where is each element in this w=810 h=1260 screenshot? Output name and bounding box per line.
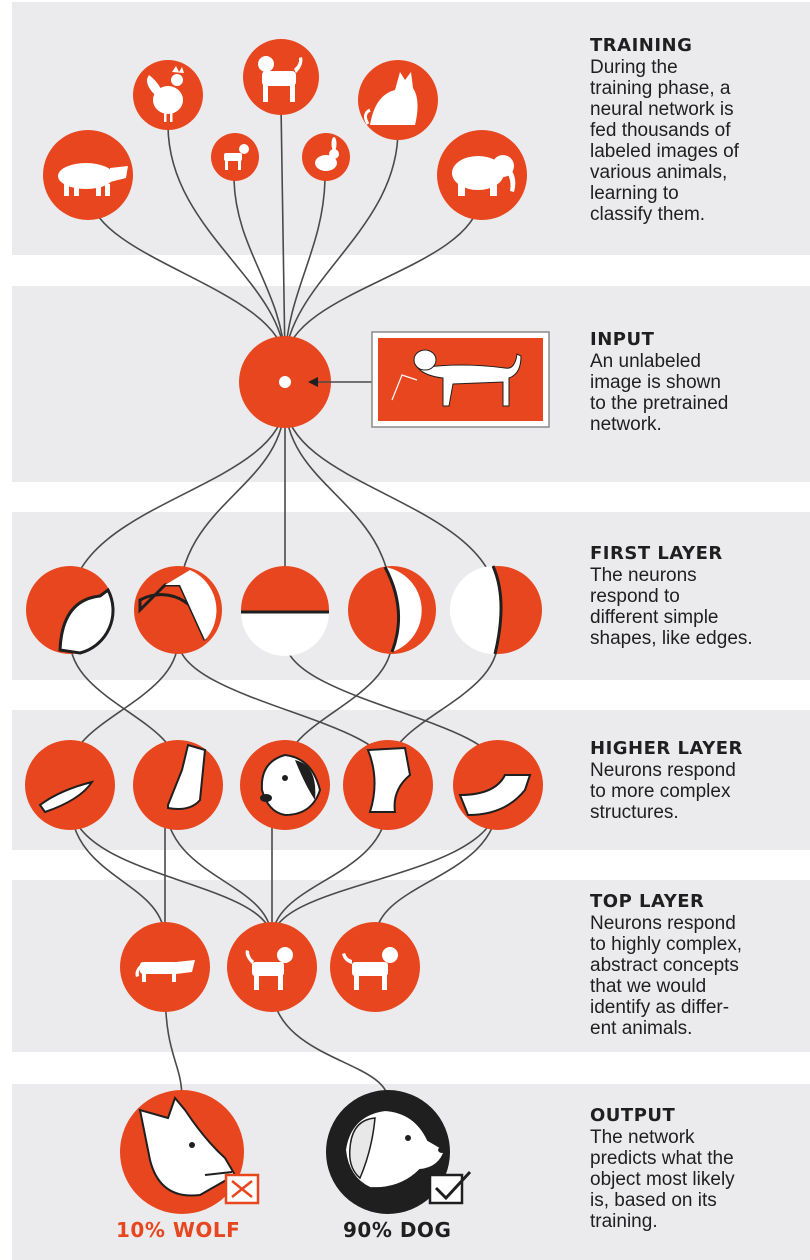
section-body: An unlabeled image is shown to the pretr… — [590, 351, 729, 435]
output-node-dog — [326, 1090, 472, 1214]
first-layer-neuron-2 — [134, 566, 222, 654]
first-layer-neuron-5 — [450, 565, 542, 655]
input-node — [239, 336, 331, 428]
walking-dog-icon — [413, 349, 522, 407]
higher-layer-neuron-5 — [453, 740, 543, 830]
training-node-large-dog — [243, 39, 319, 115]
cat-icon — [363, 72, 418, 125]
pig-icon — [58, 163, 128, 196]
section-heading: OUTPUT — [590, 1105, 676, 1126]
higher-layer-neuron-2 — [133, 740, 223, 830]
rabbit-icon — [315, 137, 339, 171]
section-body: The neurons respond to different simple … — [590, 565, 753, 649]
training-node-rooster — [133, 60, 203, 130]
top-layer-neuron-dog — [227, 922, 317, 1012]
training-node-elephant — [437, 130, 527, 220]
elephant-icon — [452, 155, 516, 196]
first-layer-neuron-4 — [348, 566, 436, 654]
section-body: Neurons respond to highly complex, abstr… — [590, 913, 743, 1039]
dog-icon — [224, 144, 249, 170]
unchecked-box-icon — [224, 1173, 260, 1205]
dog-face-icon — [260, 753, 322, 817]
section-heading: TOP LAYER — [590, 891, 705, 912]
section-top-layer: TOP LAYER Neurons respond to highly comp… — [590, 891, 805, 1039]
wolf-icon — [135, 960, 195, 982]
output-label-dog: 90% DOG — [343, 1218, 452, 1242]
first-layer-neuron-1 — [26, 566, 115, 655]
checked-box-icon — [428, 1170, 472, 1205]
section-body: Neurons respond to more complex structur… — [590, 760, 736, 823]
higher-layer-neuron-3 — [240, 740, 330, 830]
large-dog-icon — [342, 947, 398, 990]
section-output: OUTPUT The network predicts what the obj… — [590, 1105, 805, 1232]
section-heading: HIGHER LAYER — [590, 738, 743, 759]
section-input: INPUT An unlabeled image is shown to the… — [590, 329, 805, 435]
top-layer-neuron-dog-2 — [330, 922, 420, 1012]
unlabeled-input-image — [371, 331, 550, 428]
first-layer-neuron-3 — [241, 566, 329, 656]
training-node-rabbit — [302, 133, 350, 181]
section-first-layer: FIRST LAYER The neurons respond to diffe… — [590, 543, 805, 649]
training-node-small-dog — [211, 133, 259, 181]
section-body: During the training phase, a neural netw… — [590, 57, 739, 225]
section-heading: FIRST LAYER — [590, 543, 723, 564]
section-body: The network predicts what the object mos… — [590, 1127, 735, 1232]
large-dog-icon — [258, 56, 303, 102]
output-label-wolf: 10% WOLF — [116, 1218, 241, 1242]
wolf-head-icon — [138, 1096, 237, 1197]
rooster-icon — [147, 66, 184, 122]
section-heading: INPUT — [590, 329, 655, 350]
section-heading: TRAINING — [590, 35, 693, 56]
higher-layer-neuron-4 — [343, 740, 433, 830]
training-node-pig — [43, 130, 133, 220]
top-layer-neuron-wolf — [120, 922, 210, 1012]
training-node-cat — [358, 60, 438, 140]
section-training: TRAINING During the training phase, a ne… — [590, 35, 805, 225]
higher-layer-neuron-1 — [25, 740, 115, 830]
dog-icon — [245, 947, 293, 990]
output-node-wolf — [120, 1090, 260, 1214]
dog-head-icon — [343, 1108, 447, 1190]
section-higher-layer: HIGHER LAYER Neurons respond to more com… — [590, 738, 805, 823]
